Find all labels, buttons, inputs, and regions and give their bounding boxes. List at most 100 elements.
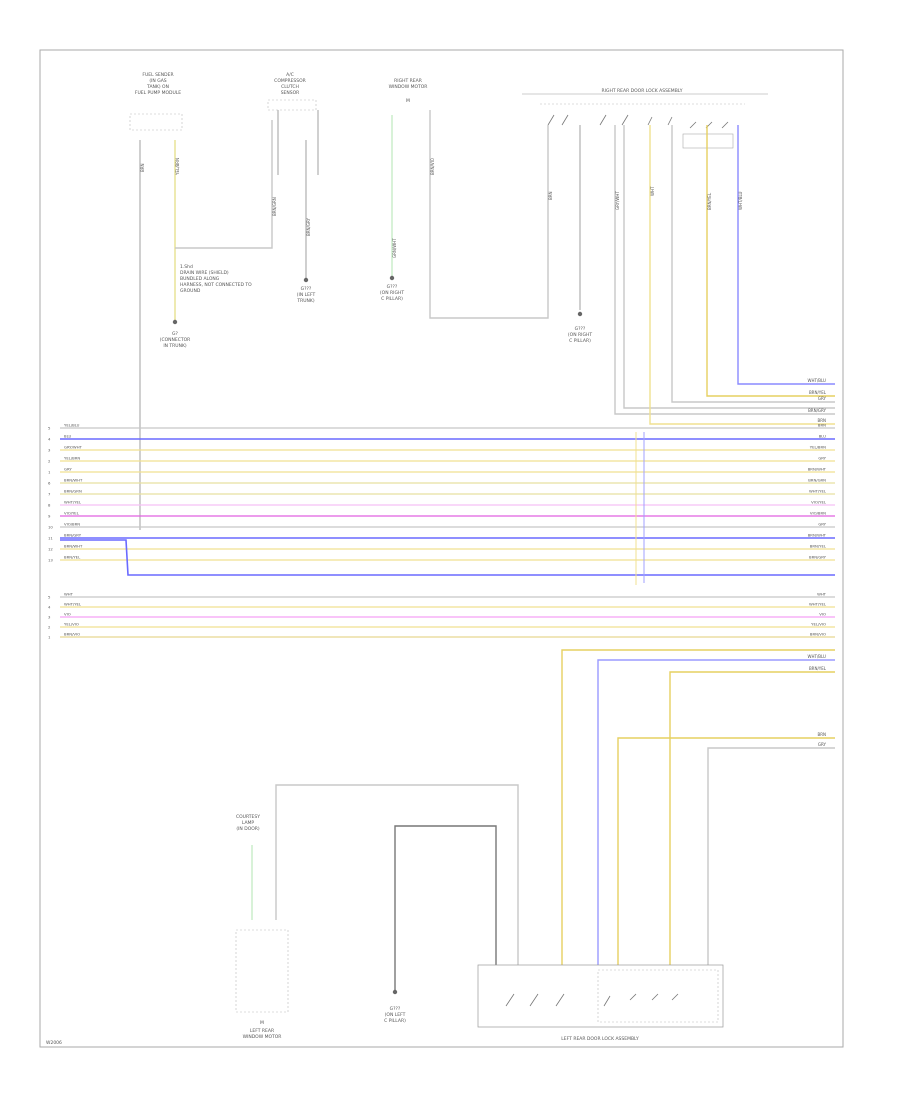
svg-text:COURTESY: COURTESY bbox=[236, 814, 260, 820]
svg-text:G???: G??? bbox=[301, 286, 312, 292]
ground-g3: G??? (ON RIGHT C PILLAR) bbox=[380, 275, 404, 302]
svg-text:COMPRESSOR: COMPRESSOR bbox=[274, 78, 306, 84]
bus-wire-left-label: BRN/WHT bbox=[64, 544, 83, 549]
bus-wire-pin: 4 bbox=[48, 605, 51, 610]
bus-wire-left-label: BRN/GRY bbox=[64, 533, 82, 538]
bus-wire-right-label: GRY bbox=[818, 456, 826, 461]
bus-wire-pin: 8 bbox=[48, 503, 51, 508]
fuel-sender-label: FUEL SENDER (IN GAS TANK) ON FUEL PUMP M… bbox=[135, 72, 181, 96]
svg-text:RIGHT REAR: RIGHT REAR bbox=[394, 78, 422, 84]
ground-g4: G??? (ON RIGHT C PILLAR) bbox=[568, 311, 592, 344]
blue-wire-jog bbox=[60, 539, 835, 576]
bus-wire-right-label: VIO bbox=[819, 612, 826, 617]
svg-text:GRN/WHT: GRN/WHT bbox=[392, 238, 397, 258]
svg-text:HARNESS, NOT CONNECTED TO: HARNESS, NOT CONNECTED TO bbox=[180, 282, 252, 288]
bus-wire-right-label: VIO/YEL bbox=[811, 500, 827, 505]
bus-wire-left-label: BRN/WHT bbox=[64, 478, 83, 483]
svg-text:G???: G??? bbox=[387, 284, 398, 290]
bus-wire-left-label: YEL/VIO bbox=[64, 622, 79, 627]
bus-wire-right-label: YEL/BRN bbox=[810, 445, 826, 450]
svg-text:WINDOW MOTOR: WINDOW MOTOR bbox=[389, 84, 428, 90]
right-wire-label: BRN/GRY bbox=[808, 408, 826, 413]
bus-wire-left-label: YEL/BRN bbox=[64, 456, 80, 461]
bus-wire-left-label: GRY bbox=[64, 467, 72, 472]
bus-wire-pin: 5 bbox=[48, 595, 51, 600]
bus-wire-right-label: VIO/BRN bbox=[810, 511, 826, 516]
bus-wire-pin: 1 bbox=[48, 635, 51, 640]
bus-wire-right-label: BRN/WHT bbox=[808, 533, 827, 538]
fuel-sender-component bbox=[129, 113, 183, 131]
right-rear-window-motor-symbol: M bbox=[406, 98, 410, 104]
right-lock-switches bbox=[547, 114, 734, 149]
left-rear-window-motor-symbol: M bbox=[260, 1020, 264, 1026]
courtesy-lamp-label: COURTESY LAMP (IN DOOR) bbox=[236, 814, 260, 832]
bus-wire-pin: 3 bbox=[48, 615, 51, 620]
bus-wire-pin: 7 bbox=[48, 492, 51, 497]
svg-text:1.Shd: 1.Shd bbox=[180, 264, 193, 270]
svg-text:FUEL PUMP MODULE: FUEL PUMP MODULE bbox=[135, 90, 181, 96]
svg-text:WHT: WHT bbox=[650, 186, 655, 196]
svg-text:BRN/GRN: BRN/GRN bbox=[272, 197, 277, 216]
bus-wire-left-label: BRN/GRN bbox=[64, 489, 82, 494]
right-wire-label: WHT/BLU bbox=[808, 654, 827, 659]
svg-text:CLUTCH: CLUTCH bbox=[281, 84, 299, 90]
bus-wire-left-label: BRN/YEL bbox=[64, 555, 81, 560]
bus-wire-right-label: GRY bbox=[818, 522, 826, 527]
bus-wire-left-label: WHT/YEL bbox=[64, 602, 82, 607]
svg-text:IN TRUNK): IN TRUNK) bbox=[163, 343, 187, 349]
svg-text:C PILLAR): C PILLAR) bbox=[384, 1018, 406, 1024]
bus-wire-right-label: BRN/WHT bbox=[808, 467, 827, 472]
lower-vertical-wires bbox=[251, 649, 835, 990]
svg-text:GROUND: GROUND bbox=[180, 288, 201, 294]
svg-text:C PILLAR): C PILLAR) bbox=[569, 338, 591, 344]
svg-text:BRN: BRN bbox=[548, 191, 553, 200]
svg-text:(ON RIGHT: (ON RIGHT bbox=[568, 332, 592, 338]
bus-wire-pin: 12 bbox=[48, 547, 53, 552]
bus-wire-pin: 13 bbox=[48, 558, 53, 563]
svg-text:C PILLAR): C PILLAR) bbox=[381, 296, 403, 302]
svg-text:G?: G? bbox=[172, 331, 178, 337]
svg-text:YEL/BRN: YEL/BRN bbox=[175, 158, 180, 176]
ground-g5: G??? (ON LEFT C PILLAR) bbox=[384, 989, 406, 1024]
svg-text:BRN: BRN bbox=[140, 163, 145, 172]
compressor-label: A/C COMPRESSOR CLUTCH SENSOR bbox=[274, 72, 306, 96]
top-vertical-wires bbox=[139, 110, 835, 530]
bus-wire-right-label: YEL/VIO bbox=[811, 622, 826, 627]
svg-text:A/C: A/C bbox=[286, 72, 294, 78]
ground-g2: G??? (IN LEFT TRUNK) bbox=[296, 277, 316, 304]
svg-text:DRAIN WIRE (SHIELD): DRAIN WIRE (SHIELD) bbox=[180, 270, 229, 276]
bus-wire-right-label: BRN/VIO bbox=[810, 632, 826, 637]
bus-wire-left-label: VIO/BRN bbox=[64, 522, 80, 527]
left-rear-window-motor bbox=[235, 929, 289, 1013]
bus-wire-right-label: WHT/YEL bbox=[809, 602, 827, 607]
bus-wire-pin: 9 bbox=[48, 514, 51, 519]
bus-wire-right-label: BLU bbox=[819, 434, 827, 439]
svg-text:(IN LEFT: (IN LEFT bbox=[297, 292, 316, 298]
right-side-labels: WHT/BLUBRN/YELGRYBRN/GRYBRNWHT/BLUBRN/YE… bbox=[808, 378, 827, 747]
bus-wire-right-label: WHT/YEL bbox=[809, 489, 827, 494]
bus-wire-left-label: YEL/BLU bbox=[64, 423, 80, 428]
shield-note: 1.Shd DRAIN WIRE (SHIELD) BUNDLED ALONG … bbox=[180, 264, 252, 294]
right-rear-door-lock-label: RIGHT REAR DOOR LOCK ASSEMBLY bbox=[602, 88, 683, 94]
svg-text:BRN/YEL: BRN/YEL bbox=[707, 192, 712, 210]
bus-wire-left-label: BRN/VIO bbox=[64, 632, 80, 637]
diagram-frame bbox=[39, 49, 844, 1048]
bus-wire-pin: 4 bbox=[48, 437, 51, 442]
bus-wire-left-label: VIO/YEL bbox=[64, 511, 80, 516]
svg-text:FUEL SENDER: FUEL SENDER bbox=[142, 72, 173, 78]
bus-wire-left-label: BLU bbox=[64, 434, 72, 439]
bus-wire-left-label: WHT bbox=[64, 592, 74, 597]
svg-text:BRN/GRY: BRN/GRY bbox=[306, 218, 311, 236]
bus-wire-pin: 3 bbox=[48, 448, 51, 453]
right-wire-label: BRN bbox=[817, 418, 826, 423]
bus-wire-right-label: BRN bbox=[818, 423, 826, 428]
bus-wire-pin: 2 bbox=[48, 459, 51, 464]
bus-wire-right-label: BRN/GRY bbox=[809, 555, 827, 560]
vertical-wire-tags: BRN YEL/BRN BRN/GRN BRN/GRY GRN/WHT BRN/… bbox=[140, 158, 743, 258]
right-wire-label: BRN/YEL bbox=[809, 666, 827, 671]
svg-text:(ON RIGHT: (ON RIGHT bbox=[380, 290, 404, 296]
svg-text:(IN DOOR): (IN DOOR) bbox=[236, 826, 260, 832]
right-wire-label: BRN bbox=[817, 732, 826, 737]
